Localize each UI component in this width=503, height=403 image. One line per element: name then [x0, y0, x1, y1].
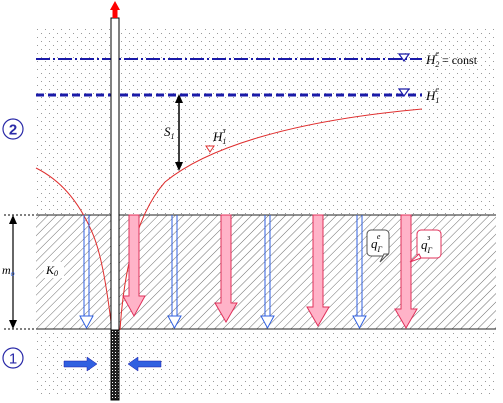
flux-disturbed-box-pointer	[409, 253, 422, 263]
well-arrow-up-icon	[110, 1, 120, 18]
level-h1-label: H1e	[425, 85, 439, 105]
thickness-arrow-head-down	[9, 320, 17, 329]
level-h2-label: H2e = const	[425, 49, 478, 69]
flux-disturbed-label: qГз	[421, 233, 433, 255]
aquifer-2-marker	[2, 118, 24, 140]
well-casing	[110, 17, 120, 331]
aquifer-2-number: 2	[9, 122, 17, 139]
drawdown-arrow-head-up	[175, 94, 183, 103]
lower-aquifer	[36, 330, 496, 396]
thickness-label: mo	[2, 263, 15, 278]
depression-label: H1з	[212, 126, 226, 146]
thickness-arrow-head-up	[9, 215, 17, 224]
flux-natural-box-pointer	[379, 253, 390, 263]
well-screen	[110, 329, 120, 401]
conductivity-label-bg	[44, 262, 64, 278]
disturbed-flux-arrows	[122, 214, 418, 329]
water-level-triangle-icon	[397, 88, 411, 98]
water-level-triangle-icon	[397, 53, 411, 63]
flow-arrow-right-icon	[63, 356, 98, 372]
aquifer-1-number: 1	[9, 351, 17, 368]
water-level-triangle-icon	[205, 145, 215, 153]
drawdown-arrow-head-down	[175, 162, 183, 171]
flux-disturbed-box	[416, 229, 442, 259]
aquifer-1-marker	[2, 347, 24, 369]
natural-flux-arrows	[79, 215, 367, 330]
drawdown-label: S1	[164, 124, 175, 141]
depression-curve	[35, 167, 113, 331]
conductivity-label: K0	[45, 263, 58, 278]
depression-curve	[119, 108, 423, 331]
flux-natural-box	[366, 229, 390, 257]
flow-arrow-left-icon	[127, 356, 162, 372]
flux-natural-label: qГе	[371, 232, 383, 254]
